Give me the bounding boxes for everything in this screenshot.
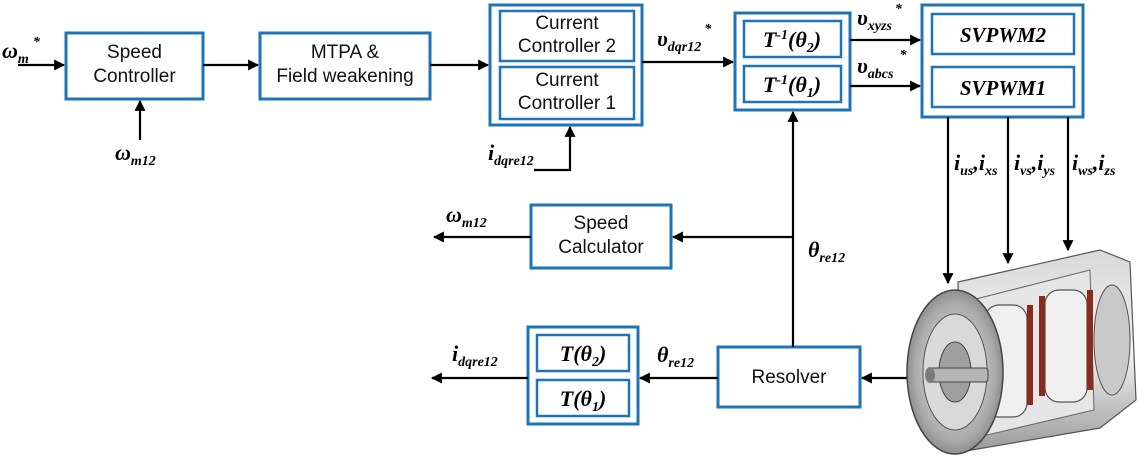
- label-i-us-xs: ius,ixs: [954, 150, 998, 179]
- speed-controller-label-2: Controller: [93, 66, 176, 87]
- svpwm1-label: SVPWM1: [960, 76, 1046, 100]
- inverse-transform-theta1-label: T-1(θ1): [763, 72, 821, 101]
- current-controller-2-label-2: Controller 2: [518, 36, 616, 57]
- label-i-dqre12-out: idqre12: [452, 341, 498, 370]
- mtpa-label-1: MTPA &: [311, 42, 380, 63]
- transform-theta1-block: [535, 378, 631, 418]
- transform-theta2-label: T(θ2): [560, 341, 607, 370]
- label-i-vs-ys: ivs,iys: [1014, 150, 1056, 179]
- label-v-abcs-ref: υabcs*: [857, 48, 907, 82]
- speed-calculator-block: Speed Calculator: [529, 203, 673, 270]
- inverse-transform-theta1-block: [742, 64, 843, 104]
- label-theta-re12-up: θre12: [808, 237, 845, 266]
- mtpa-block: MTPA & Field weakening: [258, 31, 432, 101]
- transform-theta1-label: T(θ1): [560, 386, 607, 415]
- current-controller-1-label-1: Current: [535, 70, 599, 91]
- motor-cutaway-image: [906, 249, 1137, 455]
- speed-controller-label-1: Speed: [107, 42, 162, 63]
- label-v-dqr12-ref: υdqr12*: [657, 22, 712, 55]
- current-controller-group: Current Controller 2 Current Controller …: [488, 3, 644, 127]
- current-controller-1-label-2: Controller 1: [518, 93, 616, 114]
- inverse-transform-group: T-1(θ2) T-1(θ1): [733, 11, 852, 112]
- svpwm2-label: SVPWM2: [960, 23, 1047, 47]
- current-controller-2-block: [498, 9, 636, 63]
- signal-wires: [18, 34, 1074, 384]
- svpwm1-block: [930, 65, 1076, 109]
- inverse-transform-theta2-block: [742, 19, 843, 59]
- transform-group: T(θ2) T(θ1): [526, 325, 640, 426]
- label-theta-re12-left: θre12: [657, 342, 694, 371]
- svpwm2-block: [930, 12, 1076, 56]
- label-omega-m12-out: ωm12: [446, 202, 487, 231]
- label-v-xyzs-ref: υxyzs*: [857, 2, 903, 34]
- label-i-dqre12-in: idqre12: [488, 140, 534, 169]
- svpwm-group: SVPWM2 SVPWM1: [920, 3, 1085, 119]
- inverse-transform-theta2-label: T-1(θ2): [763, 27, 821, 56]
- speed-calculator-label-1: Speed: [574, 213, 629, 234]
- label-omega-m12-in: ωm12: [115, 140, 156, 169]
- label-omega-ref: ωm*: [2, 35, 41, 67]
- speed-controller-block: Speed Controller: [64, 31, 205, 101]
- resolver-label: Resolver: [752, 367, 828, 388]
- transform-theta2-block: [535, 333, 631, 373]
- current-controller-2-label-1: Current: [535, 13, 599, 34]
- current-controller-1-block: [498, 65, 636, 121]
- wire-current-feedback: [534, 125, 576, 172]
- speed-calculator-label-2: Calculator: [558, 237, 644, 258]
- label-i-ws-zs: iws,izs: [1072, 150, 1116, 179]
- mtpa-label-2: Field weakening: [276, 66, 413, 87]
- resolver-block: Resolver: [716, 345, 862, 409]
